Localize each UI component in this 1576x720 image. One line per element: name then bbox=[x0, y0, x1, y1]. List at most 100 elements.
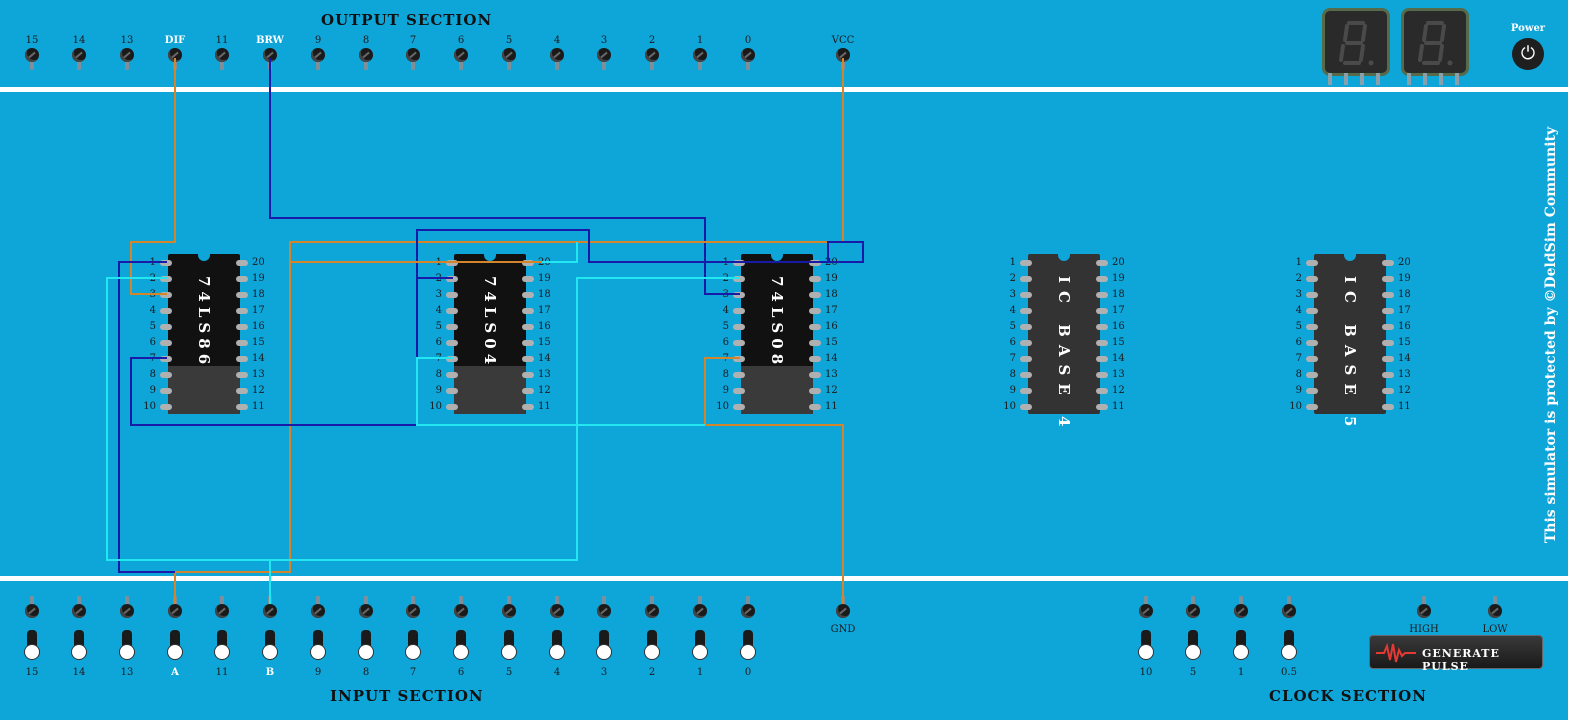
ic-right-pin[interactable] bbox=[1382, 260, 1394, 266]
ic-right-pin[interactable] bbox=[522, 276, 534, 282]
output-pin[interactable] bbox=[406, 48, 420, 70]
power-button[interactable]: ⏻ bbox=[1512, 38, 1544, 70]
ic-left-pin[interactable] bbox=[1306, 276, 1318, 282]
ic-left-pin[interactable] bbox=[1306, 404, 1318, 410]
ic-right-pin[interactable] bbox=[522, 324, 534, 330]
clock-rate-switch[interactable] bbox=[1185, 630, 1201, 660]
ic-right-pin[interactable] bbox=[809, 388, 821, 394]
ic-right-pin[interactable] bbox=[522, 372, 534, 378]
wire-brw[interactable] bbox=[269, 58, 740, 295]
ic-right-pin[interactable] bbox=[1096, 372, 1108, 378]
clock-rate-switch[interactable] bbox=[1138, 630, 1154, 660]
ic-right-pin[interactable] bbox=[236, 388, 248, 394]
input-toggle-switch[interactable] bbox=[358, 630, 374, 660]
clock-rate-switch[interactable] bbox=[1233, 630, 1249, 660]
ic-left-pin[interactable] bbox=[160, 388, 172, 394]
ic-right-pin[interactable] bbox=[236, 292, 248, 298]
input-toggle-switch[interactable] bbox=[644, 630, 660, 660]
ic-left-pin[interactable] bbox=[733, 372, 745, 378]
wire-gnd[interactable] bbox=[704, 357, 844, 604]
input-toggle-switch[interactable] bbox=[740, 630, 756, 660]
ic-left-pin[interactable] bbox=[160, 324, 172, 330]
input-toggle-switch[interactable] bbox=[596, 630, 612, 660]
ic-right-pin[interactable] bbox=[236, 356, 248, 362]
ic-right-pin[interactable] bbox=[236, 340, 248, 346]
ic-left-pin[interactable] bbox=[733, 404, 745, 410]
ic-right-pin[interactable] bbox=[1096, 292, 1108, 298]
ic-left-pin[interactable] bbox=[446, 324, 458, 330]
ic-left-pin[interactable] bbox=[446, 404, 458, 410]
ic-right-pin[interactable] bbox=[1382, 356, 1394, 362]
ic-left-pin[interactable] bbox=[160, 404, 172, 410]
input-pin[interactable] bbox=[25, 596, 39, 626]
wire-a-navy[interactable] bbox=[118, 261, 175, 573]
output-pin[interactable] bbox=[311, 48, 325, 70]
input-pin[interactable] bbox=[645, 596, 659, 626]
ic-right-pin[interactable] bbox=[809, 324, 821, 330]
ic-left-pin[interactable] bbox=[733, 388, 745, 394]
ic-left-pin[interactable] bbox=[1306, 340, 1318, 346]
ic-right-pin[interactable] bbox=[1096, 388, 1108, 394]
ic-left-pin[interactable] bbox=[1306, 292, 1318, 298]
ic-right-pin[interactable] bbox=[1096, 404, 1108, 410]
input-pin[interactable] bbox=[311, 596, 325, 626]
ic-left-pin[interactable] bbox=[1020, 340, 1032, 346]
clock-rate-switch[interactable] bbox=[1281, 630, 1297, 660]
wire-not-top[interactable] bbox=[542, 242, 578, 263]
output-pin[interactable] bbox=[550, 48, 564, 70]
ic-left-pin[interactable] bbox=[1306, 356, 1318, 362]
ic-left-pin[interactable] bbox=[446, 292, 458, 298]
output-pin[interactable] bbox=[120, 48, 134, 70]
high-pin[interactable] bbox=[1417, 596, 1431, 626]
output-pin[interactable] bbox=[454, 48, 468, 70]
ic-right-pin[interactable] bbox=[1096, 340, 1108, 346]
ic-right-pin[interactable] bbox=[1382, 292, 1394, 298]
ic-right-pin[interactable] bbox=[236, 404, 248, 410]
ic-right-pin[interactable] bbox=[1096, 276, 1108, 282]
output-pin[interactable] bbox=[502, 48, 516, 70]
ic-right-pin[interactable] bbox=[809, 292, 821, 298]
input-toggle-switch[interactable] bbox=[167, 630, 183, 660]
wire-not-out[interactable] bbox=[416, 357, 705, 426]
input-toggle-switch[interactable] bbox=[119, 630, 135, 660]
ic-left-pin[interactable] bbox=[160, 372, 172, 378]
wire-vcc[interactable] bbox=[174, 58, 844, 604]
input-pin[interactable] bbox=[215, 596, 229, 626]
input-toggle-switch[interactable] bbox=[405, 630, 421, 660]
ic-right-pin[interactable] bbox=[236, 308, 248, 314]
input-pin[interactable] bbox=[693, 596, 707, 626]
wire-b-cyan[interactable] bbox=[106, 277, 740, 561]
output-pin[interactable] bbox=[359, 48, 373, 70]
ic-left-pin[interactable] bbox=[1306, 388, 1318, 394]
ic-left-pin[interactable] bbox=[160, 308, 172, 314]
clock-pin[interactable] bbox=[1282, 596, 1296, 626]
ic-right-pin[interactable] bbox=[522, 388, 534, 394]
ic-right-pin[interactable] bbox=[1382, 404, 1394, 410]
ic-right-pin[interactable] bbox=[522, 292, 534, 298]
ic-right-pin[interactable] bbox=[1096, 356, 1108, 362]
input-pin[interactable] bbox=[550, 596, 564, 626]
ic-left-pin[interactable] bbox=[1020, 260, 1032, 266]
ic-left-pin[interactable] bbox=[446, 340, 458, 346]
input-toggle-switch[interactable] bbox=[214, 630, 230, 660]
ic-right-pin[interactable] bbox=[1096, 308, 1108, 314]
input-toggle-switch[interactable] bbox=[310, 630, 326, 660]
ic-right-pin[interactable] bbox=[809, 404, 821, 410]
ic-right-pin[interactable] bbox=[809, 276, 821, 282]
output-pin[interactable] bbox=[72, 48, 86, 70]
ic-right-pin[interactable] bbox=[1096, 324, 1108, 330]
input-pin[interactable] bbox=[741, 596, 755, 626]
ic-left-pin[interactable] bbox=[733, 308, 745, 314]
ic-left-pin[interactable] bbox=[1020, 356, 1032, 362]
clock-pin[interactable] bbox=[1234, 596, 1248, 626]
ic-right-pin[interactable] bbox=[809, 356, 821, 362]
ic-right-pin[interactable] bbox=[236, 372, 248, 378]
input-toggle-switch[interactable] bbox=[453, 630, 469, 660]
input-pin[interactable] bbox=[454, 596, 468, 626]
ic-right-pin[interactable] bbox=[1382, 324, 1394, 330]
ic-left-pin[interactable] bbox=[1020, 372, 1032, 378]
input-toggle-switch[interactable] bbox=[549, 630, 565, 660]
